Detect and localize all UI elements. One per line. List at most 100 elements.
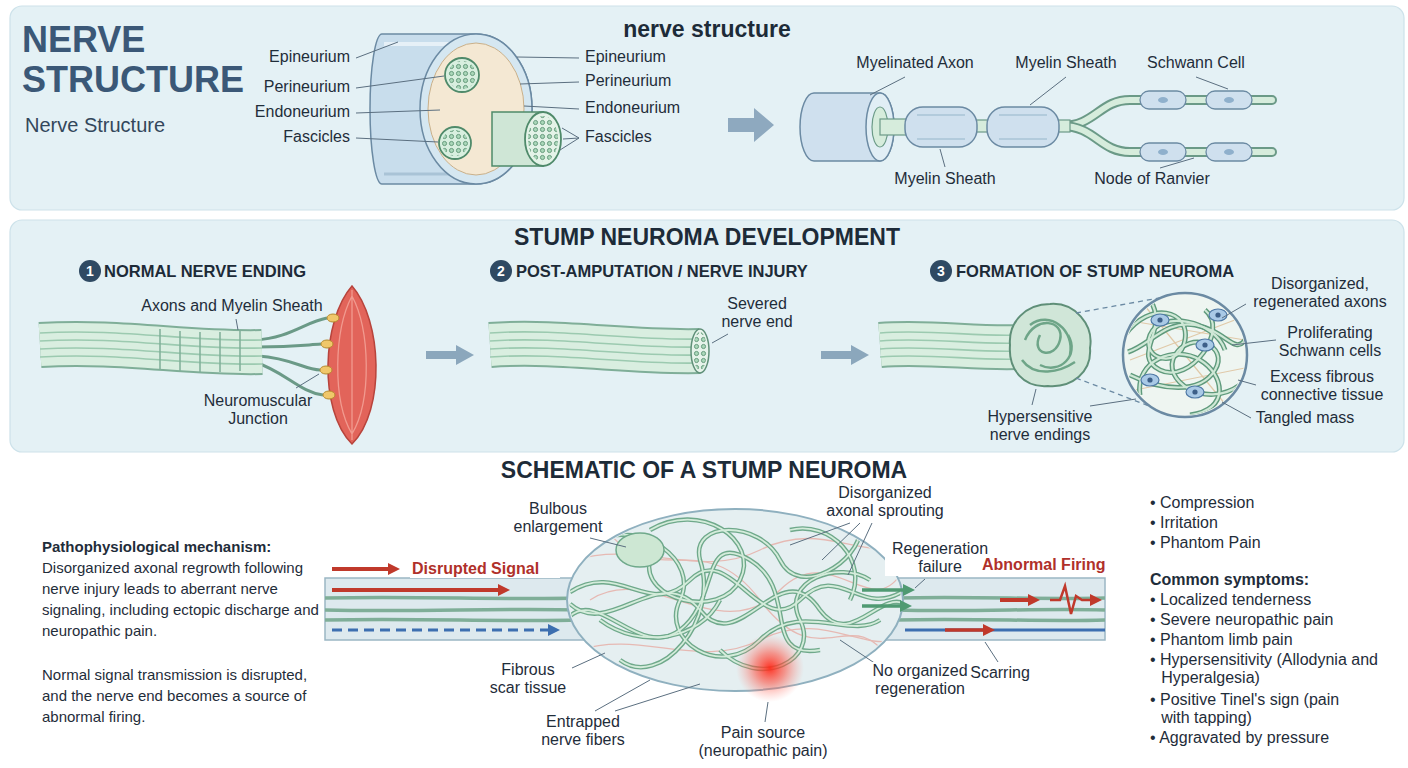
label-holder: • Aggravated by pressure — [1150, 729, 1390, 747]
part-label: Disorganized axonal sprouting — [820, 484, 950, 520]
nerve-cross-section — [448, 61, 476, 89]
leader-line — [562, 128, 579, 138]
leader-line — [572, 523, 998, 722]
part-label: Endoneurium — [255, 103, 350, 121]
neuroma-schematic — [332, 588, 500, 592]
leader-line — [1196, 77, 1228, 89]
nerve-cross-section — [370, 34, 561, 184]
panel-ground — [10, 6, 1404, 452]
neuroma-schematic — [325, 609, 580, 610]
label-holder: • Phantom Pain — [1150, 534, 1390, 552]
symptom-item: • Irritation — [1150, 514, 1390, 532]
normal-nerve — [323, 391, 335, 399]
label-holder: Disorganized axonal regrowth following n… — [42, 557, 320, 641]
nerve-cross-section — [442, 130, 468, 156]
list-heading: Common symptoms: — [1150, 571, 1390, 589]
stump-neuroma — [1192, 389, 1197, 394]
label-holder: Hypersensitive nerve endings — [975, 408, 1105, 444]
severed-nerve — [490, 329, 709, 373]
stump-neuroma — [1125, 300, 1245, 415]
part-label: No organized regeneration — [865, 662, 975, 698]
label-holder: Disorganized, regenerated axons — [1245, 275, 1395, 311]
label-holder: Severed nerve end — [712, 295, 802, 331]
normal-nerve — [40, 348, 262, 356]
leader-line — [356, 110, 440, 113]
flow-arrow — [728, 108, 774, 142]
stump-neuroma — [1040, 335, 1072, 368]
leader-line — [236, 319, 238, 330]
label-holder: Axons and Myelin Sheath — [132, 297, 332, 315]
part-label: Scarring — [968, 664, 1032, 682]
severed-nerve — [693, 332, 707, 370]
leader-line — [520, 82, 579, 84]
symptom-item: • Compression — [1150, 494, 1390, 512]
stump-neuroma — [1140, 354, 1220, 415]
callout-number: 1 — [79, 260, 101, 282]
myelinated-axon — [917, 115, 965, 139]
neuroma-schematic — [945, 628, 985, 632]
neuroma-schematic — [567, 509, 903, 691]
normal-nerve — [328, 286, 376, 444]
label-holder: Tangled mass — [1245, 409, 1365, 427]
leader-line — [524, 106, 579, 109]
normal-nerve — [40, 286, 376, 444]
leader-line — [590, 538, 626, 547]
label-holder: Perineurium — [585, 72, 705, 90]
normal-nerve — [255, 318, 327, 395]
myelinated-axon — [1140, 143, 1186, 161]
label-holder: Pathophysiological mechanism: — [42, 536, 320, 557]
label-holder: No organized regeneration — [865, 662, 975, 698]
label-holder: Perineurium — [230, 78, 350, 96]
normal-nerve — [320, 366, 332, 374]
label-holder: • Localized tenderness — [1150, 591, 1390, 609]
panel-ground — [10, 220, 1404, 452]
neuroma-schematic — [570, 520, 905, 669]
leader-line — [356, 42, 579, 150]
normal-nerve — [321, 340, 333, 348]
normal-nerve — [258, 344, 321, 347]
normal-nerve — [255, 362, 323, 395]
myelinated-axon — [987, 107, 1059, 147]
label-holder: 3 — [930, 260, 952, 282]
step-heading: FORMATION OF STUMP NEUROMA — [956, 262, 1234, 282]
label-holder: Fibrous scar tissue — [487, 661, 569, 697]
stump-neuroma — [880, 344, 1020, 347]
stump-neuroma — [1215, 312, 1220, 317]
part-label: Pain source (neuropathic pain) — [693, 724, 833, 760]
normal-nerve — [255, 318, 327, 340]
label-holder: 1 — [79, 260, 101, 282]
neuroma-schematic — [332, 629, 550, 632]
myelinated-axon — [800, 91, 1272, 161]
neuroma-schematic — [649, 520, 744, 602]
part-label: Fascicles — [585, 128, 705, 146]
part-label: Myelinated Axon — [856, 54, 973, 72]
part-label: Perineurium — [585, 72, 705, 90]
neuroma-schematic — [570, 520, 905, 669]
nerve-cross-section — [445, 58, 479, 92]
myelinated-axon — [905, 107, 977, 147]
leader-line — [560, 138, 579, 150]
symptom-item: • Phantom limb pain — [1150, 631, 1390, 649]
part-label: Severed nerve end — [712, 295, 802, 331]
part-label: Myelin Sheath — [894, 170, 995, 188]
stump-neuroma — [1128, 324, 1245, 352]
stump-neuroma — [880, 332, 1020, 359]
stump-neuroma — [1151, 314, 1169, 326]
normal-nerve — [327, 314, 339, 322]
stump-neuroma — [880, 332, 1020, 335]
severed-nerve — [691, 329, 709, 373]
stump-neuroma — [880, 340, 1020, 343]
panel-heading: nerve structure — [10, 16, 1404, 44]
neuroma-schematic — [325, 597, 580, 598]
leader-line — [1232, 340, 1276, 345]
part-label: Bulbous enlargement — [508, 500, 608, 536]
normal-nerve — [40, 332, 262, 340]
label-holder: Nerve Structure — [25, 116, 265, 134]
leader-line — [1032, 304, 1276, 418]
panel-heading: STUMP NEUROMA DEVELOPMENT — [10, 224, 1404, 252]
symptom-item: • Positive Tinel's sign (pain with tappi… — [1150, 691, 1355, 727]
neuroma-schematic — [332, 567, 390, 571]
stump-neuroma — [1125, 313, 1225, 359]
leader-line — [356, 76, 444, 88]
label-holder: Myelin Sheath — [1001, 54, 1131, 72]
